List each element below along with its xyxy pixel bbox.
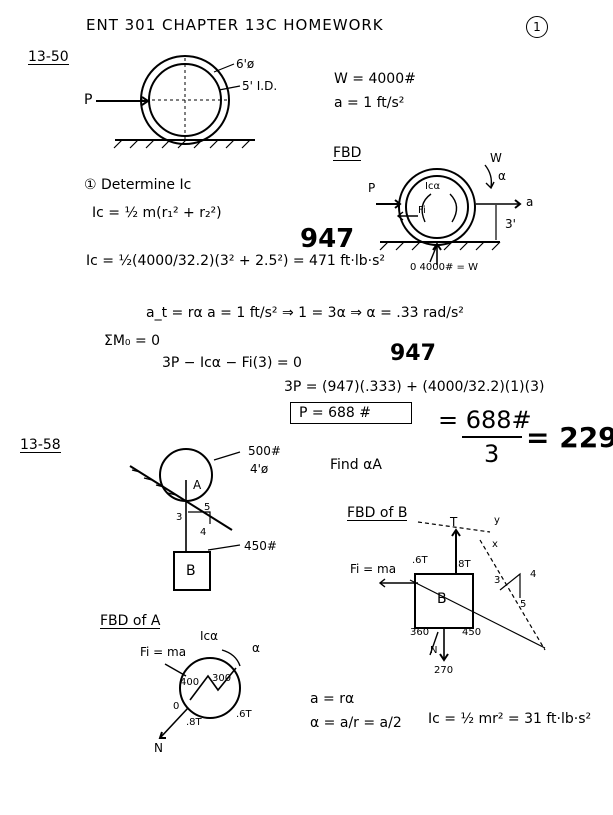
fbd-b-fi-label: Fi = ma [350,562,397,576]
equation-ic: Ic = ½ mr² = 31 ft·lb·s² [428,711,592,727]
answer-rewrite: = 688# [438,406,532,434]
equation-alpha: α = a/r = a/2 [310,715,402,731]
inner-diameter-label: 5' I.D. [242,79,278,93]
fbd-b-diagram [378,521,546,662]
fbd-wheel-diagram [376,164,522,265]
kinematics-line: a_t = rα a = 1 ft/s² ⇒ 1 = 3α ⇒ α = .33 … [146,305,464,321]
fbd-b-6t-label: .6T [412,555,428,566]
problem-number: 13-50 [28,49,69,65]
answer-final: = 229 [526,421,613,454]
fbd-b-450-label: 450 [462,627,482,638]
fbd-w-label: W [490,151,502,165]
fbd-a-diagram [158,649,241,739]
equation-1-note: 947 [390,341,436,366]
fbd-a-400-label: 400 [180,677,200,688]
answer-box: P = 688 # [290,402,412,424]
fbd-label: FBD [333,145,362,161]
slope-4-label: 4 [200,527,207,538]
equation-1: 3P − Icα − Fi(3) = 0 [162,355,302,371]
disk-diameter-label: 4'ø [250,462,269,476]
fbd-alpha-label: α [498,169,506,183]
fbd-a-8t-label: .8T [186,717,202,728]
acceleration-given: a = 1 ft/s² [334,95,405,111]
fbd-b-t-label: T [450,515,458,529]
disk-a-label: A [193,478,202,492]
fbd-b-block-label: B [437,591,447,607]
fbd-fi-label: Fi [418,205,426,216]
fbd-a-label: a [526,195,534,209]
fbd-b-x-label: x [492,539,498,550]
answer-divisor: 3 [484,440,500,468]
fbd-b-360-label: 360 [410,627,430,638]
fbd-b-n-label: N [430,645,438,656]
fbd-height-label: 3' [505,217,516,231]
wheel-diagram [96,55,255,149]
fbd-p-label: P [368,181,376,195]
outer-diameter-label: 6'ø [236,57,255,71]
slope-3-label: 3 [176,512,183,523]
fbd-a-300-label: 300 [212,673,232,684]
page-title: ENT 301 CHAPTER 13C HOMEWORK [86,16,384,34]
block-b-label: B [186,563,196,579]
force-p-label: P [84,92,93,108]
fbd-a-n-label: N [154,741,163,755]
ic-formula: Ic = ½ m(r₁² + r₂²) [92,205,222,221]
slope-5-label: 5 [204,502,211,513]
fbd-a-ica-label: Icα [200,629,219,643]
incline-diagram [129,448,241,591]
page-number: 1 [526,16,548,38]
block-weight-label: 450# [244,539,277,553]
fbd-a-6t-label: .6T [236,709,252,720]
fbd-b-y-label: y [494,515,500,526]
find-alpha: Find αA [330,457,382,473]
fbd-a-alpha-label: α [252,641,260,655]
fbd-ic-label: Icα [425,181,441,192]
fbd-bottom-label: 0 4000# = W [410,262,478,273]
step-determine-ic: ① Determine Ic [84,177,192,193]
problem-number-2: 13-58 [20,437,61,453]
fbd-b-r3-label: 3 [494,575,501,586]
fbd-b-8t-label: .8T [455,559,471,570]
fbd-a-o-label: 0 [173,701,180,712]
fbd-a-fi-label: Fi = ma [140,645,187,659]
fbd-b-label: FBD of B [347,505,408,521]
weight-given: W = 4000# [334,71,416,87]
fraction-bar [462,436,522,438]
equation-2: 3P = (947)(.333) + (4000/32.2)(1)(3) [284,379,545,395]
fbd-b-r5-label: 5 [520,599,527,610]
ic-calculation: Ic = ½(4000/32.2)(3² + 2.5²) = 471 ft·lb… [86,253,385,269]
fbd-a-label: FBD of A [100,613,161,629]
fbd-b-270-label: 270 [434,665,454,676]
ic-value: 947 [300,224,355,254]
equation-a-r-alpha: a = rα [310,691,355,707]
fbd-b-r4-label: 4 [530,569,537,580]
moment-equation: ΣM₀ = 0 [104,333,161,349]
disk-weight-label: 500# [248,444,281,458]
